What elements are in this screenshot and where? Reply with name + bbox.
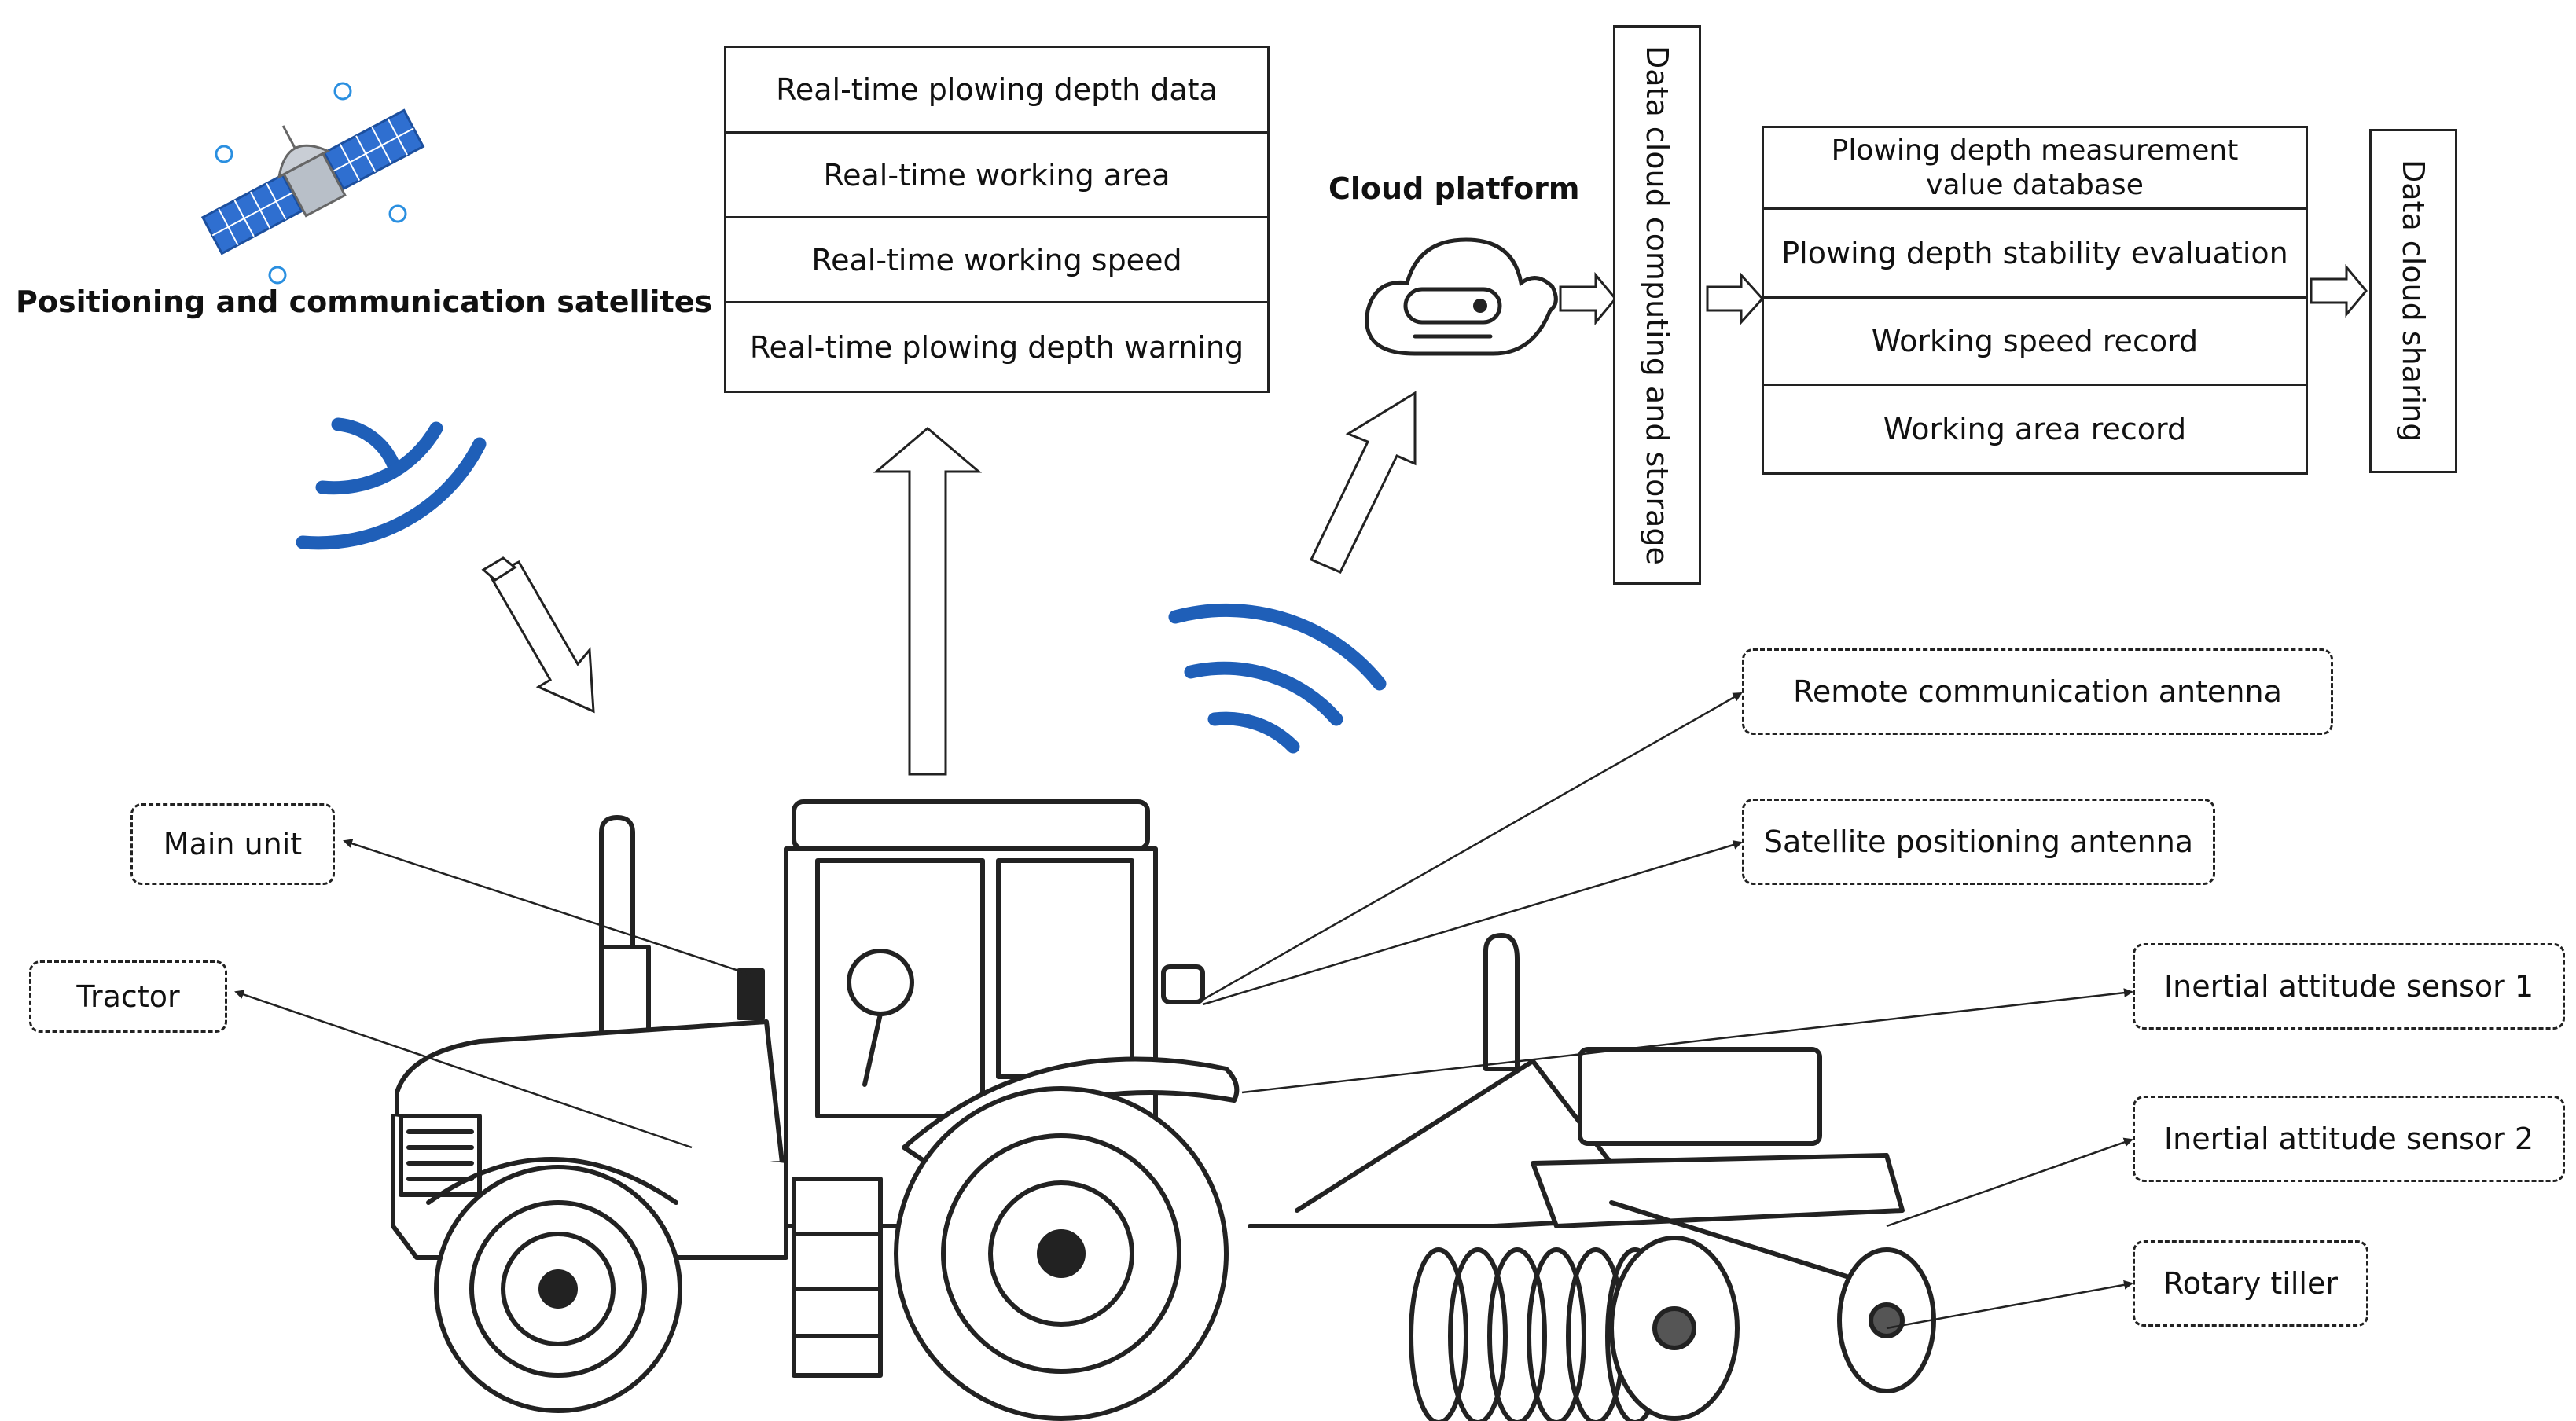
records-row: Working speed record (1764, 299, 2306, 386)
satellite-dots (215, 82, 407, 285)
up-arrow-icon (873, 427, 983, 776)
wifi-signal-left-icon (296, 417, 487, 550)
records-box: Plowing depth measurement value database… (1762, 126, 2308, 475)
leader-lines (234, 692, 2133, 1330)
realtime-row: Real-time plowing depth warning (749, 329, 1244, 365)
realtime-row: Real-time working area (726, 134, 1267, 218)
satellite-icon (200, 108, 425, 255)
main-unit-label: Main unit (130, 803, 335, 885)
tractor-label: Tractor (29, 960, 227, 1033)
flow-arrows (1559, 263, 2368, 326)
cloud-platform-title: Cloud platform (1328, 171, 1580, 206)
double-arrow-icon (481, 556, 595, 714)
tractor-illustration (391, 799, 1936, 1421)
realtime-data-box: Real-time plowing depth data Real-time w… (724, 46, 1270, 393)
satellite-antenna-label: Satellite positioning antenna (1742, 799, 2215, 885)
records-row: Plowing depth stability evaluation (1764, 210, 2306, 299)
remote-antenna-label: Remote communication antenna (1742, 648, 2333, 735)
realtime-row: Real-time working speed (726, 218, 1267, 303)
cloud-storage-box: Data cloud computing and storage (1613, 25, 1701, 585)
wifi-signal-right-icon (1168, 603, 1387, 754)
sensor2-label: Inertial attitude sensor 2 (2133, 1096, 2565, 1182)
sensor1-label: Inertial attitude sensor 1 (2133, 943, 2565, 1030)
diagonal-up-arrow-icon (1309, 391, 1417, 574)
cloud-storage-label: Data cloud computing and storage (1640, 45, 1674, 565)
realtime-row: Real-time plowing depth data (726, 48, 1267, 134)
cloud-icon (1365, 237, 1558, 356)
records-row: Plowing depth measurement value database (1764, 128, 2306, 210)
cloud-sharing-label: Data cloud sharing (2396, 160, 2431, 442)
cloud-sharing-box: Data cloud sharing (2369, 129, 2457, 473)
rotary-tiller-label: Rotary tiller (2133, 1240, 2368, 1327)
satellite-title: Positioning and communication satellites (16, 285, 713, 319)
records-row: Working area record (1883, 412, 2187, 446)
